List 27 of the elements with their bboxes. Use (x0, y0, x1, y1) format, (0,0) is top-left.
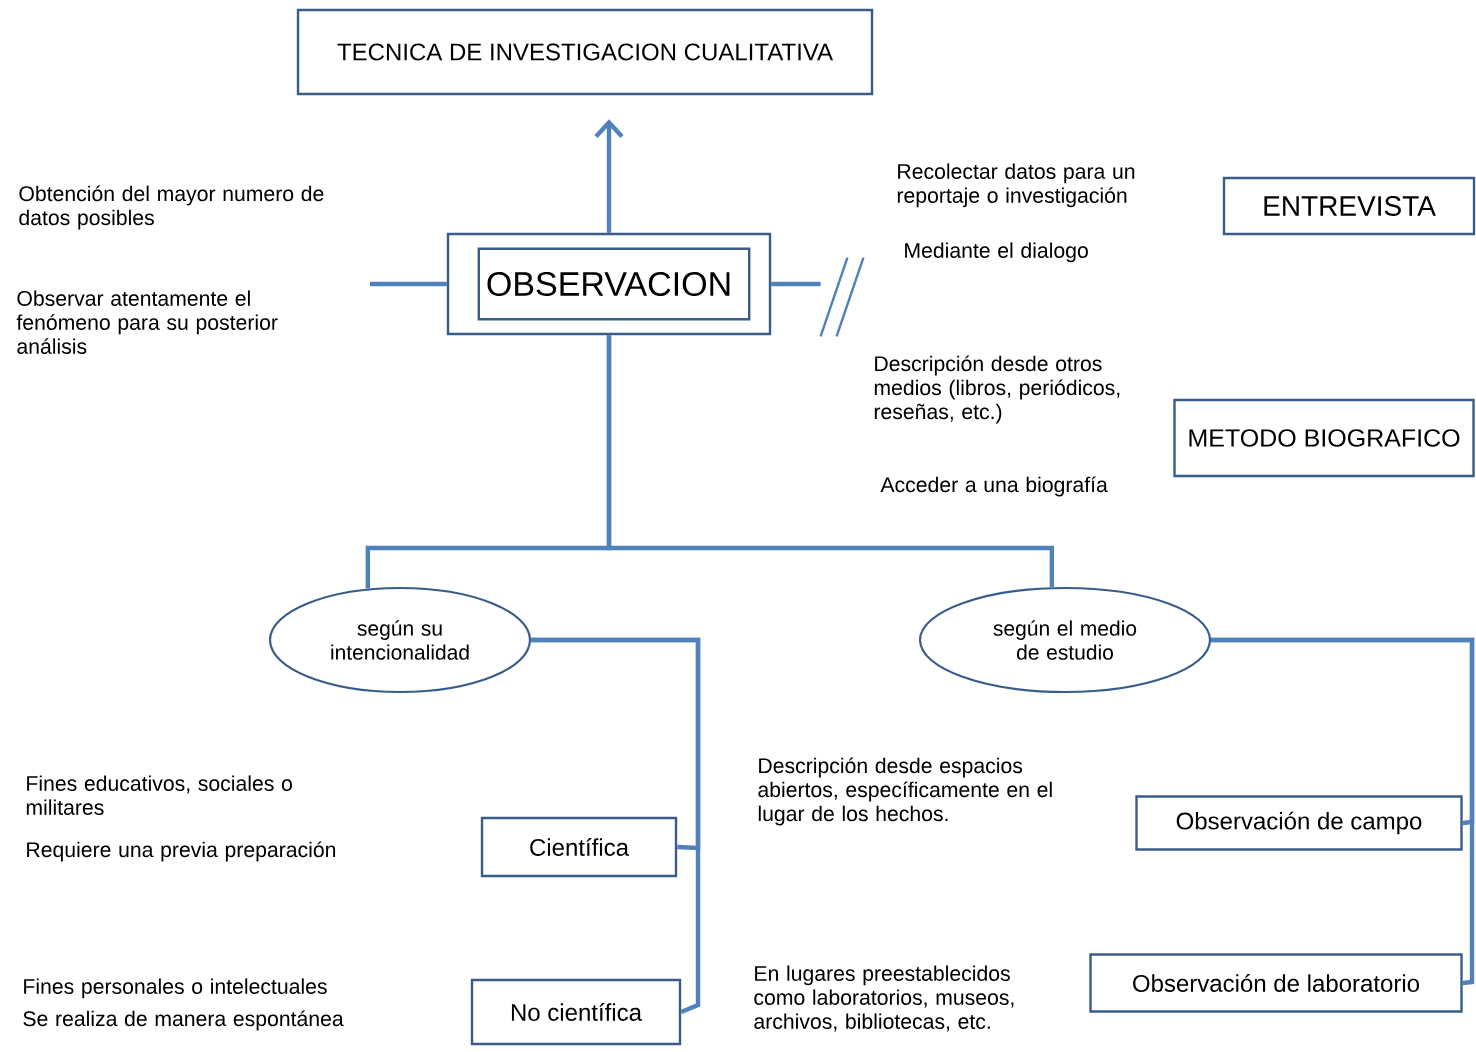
break-mark (819, 256, 865, 338)
note-text: Descripción desde espacios abiertos, específicamente en el lugar de los hechos. (758, 757, 1052, 826)
note-text: Mediante el dialogo (905, 242, 1088, 263)
concept-box: TECNICA DE INVESTIGACION CUALITATIVA (296, 8, 874, 96)
connector (771, 281, 821, 287)
note-text: Acceder a una biografía (880, 476, 1108, 497)
concept-box: Científica (480, 816, 678, 878)
note-text: Descripción desde otros medios (libros, periódicos, reseñas, etc.) (874, 355, 1120, 424)
concept-box: No científica (470, 978, 682, 1046)
concept-box: OBSERVACION (446, 232, 772, 336)
connector (1211, 637, 1475, 986)
note-text: Obtención del mayor numero de datos posibles (19, 185, 324, 230)
note-text: Requiere una previa preparación (27, 841, 336, 862)
concept-box: Observación de campo (1135, 795, 1463, 851)
connector (370, 281, 447, 287)
connector (531, 637, 701, 1015)
note-text: Recolectar datos para un reportaje o investigación (897, 163, 1135, 208)
note-text: Observar atentamente el fenómeno para su posterior análisis (16, 290, 278, 354)
note-text: En lugares preestablecidos como laboratorios, museos, archivos, bibliotecas, etc. (754, 965, 1014, 1032)
note-text: Se realiza de manera espontánea (23, 1010, 344, 1031)
connector (606, 335, 1055, 588)
concept-box: Observación de laboratorio (1089, 953, 1463, 1013)
note-text: Fines educativos, sociales o militares (26, 775, 292, 815)
connector (594, 119, 624, 233)
concept-box: ENTREVISTA (1222, 176, 1476, 236)
note-text: Fines personales o intelectuales (24, 978, 327, 999)
concept-box: METODO BIOGRAFICO (1173, 398, 1475, 478)
